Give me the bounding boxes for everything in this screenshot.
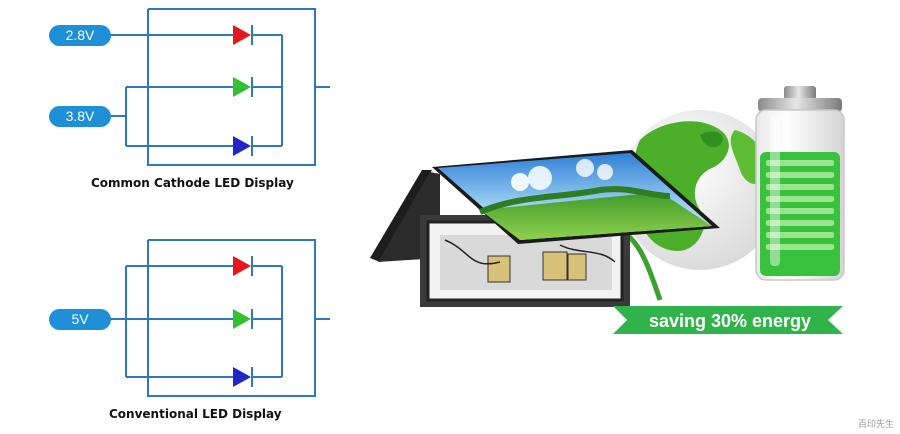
- voltage-label-2-8v: 2.8V: [49, 25, 111, 46]
- battery-icon: [755, 86, 845, 281]
- voltage-label-5v: 5V: [49, 309, 111, 330]
- voltage-label-3-8v: 3.8V: [49, 106, 111, 127]
- red-led-icon: [233, 256, 253, 276]
- green-led-icon: [233, 309, 253, 329]
- common-cathode-caption: Common Cathode LED Display: [91, 176, 294, 190]
- banner-text: saving 30% energy: [649, 311, 811, 331]
- blue-led-icon: [233, 136, 253, 156]
- common-cathode-wiring: [110, 8, 330, 166]
- blue-led-icon: [233, 367, 253, 387]
- conventional-caption: Conventional LED Display: [109, 407, 282, 421]
- conventional-wiring: [110, 239, 330, 397]
- solar-panel-icon: [432, 150, 720, 244]
- red-led-icon: [233, 25, 253, 45]
- green-led-icon: [233, 77, 253, 97]
- watermark: 百印先生: [857, 420, 894, 430]
- energy-saving-banner: saving 30% energy: [613, 306, 843, 334]
